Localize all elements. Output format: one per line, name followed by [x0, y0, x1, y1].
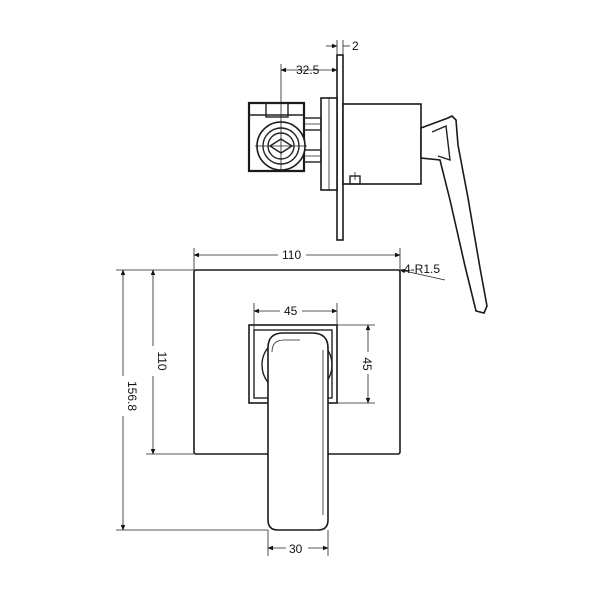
- dim-corner-radius: 4-R1.5: [404, 262, 440, 276]
- dim-handle-base-width: 45: [284, 304, 298, 318]
- side-lever-handle: [420, 115, 488, 314]
- dim-plate-width: 110: [282, 248, 301, 262]
- side-wall-plate: [336, 54, 344, 241]
- dim-offset-depth: 32.5: [296, 63, 320, 77]
- dim-handle-width: 30: [289, 542, 303, 556]
- dim-plate-height: 110: [155, 351, 169, 370]
- dim-plate-thickness: 2: [352, 39, 359, 53]
- front-view: 110 4-R1.5 110 156.8 45 45 30: [114, 246, 446, 556]
- front-lever-handle: [267, 332, 329, 531]
- side-view: 2 32.5: [247, 39, 488, 314]
- dim-overall-height: 156.8: [125, 381, 139, 411]
- dim-handle-base-height: 45: [360, 357, 374, 371]
